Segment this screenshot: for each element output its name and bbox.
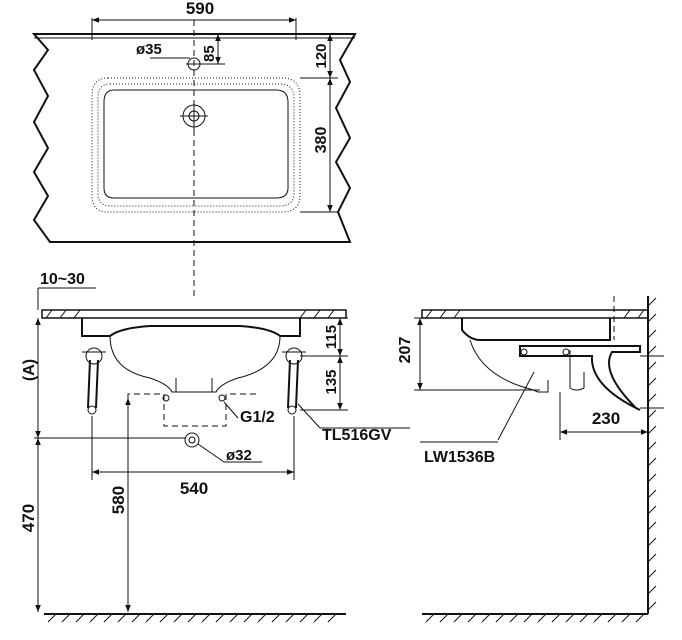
dim-580: 580 bbox=[109, 486, 128, 514]
label-thread: G1/2 bbox=[240, 409, 275, 426]
dim-470: 470 bbox=[19, 504, 38, 532]
side-countertop bbox=[421, 309, 649, 319]
dim-120: 120 bbox=[313, 43, 330, 68]
dim-540: 540 bbox=[180, 479, 208, 498]
wall-bracket bbox=[519, 345, 641, 411]
basin-rim-dotted-inner bbox=[97, 83, 295, 207]
dim-10-30: 10~30 bbox=[40, 271, 85, 288]
basin-bowl-outline bbox=[103, 89, 289, 199]
top-view: 590 ø35 85 120 380 bbox=[31, 0, 357, 300]
dim-230: 230 bbox=[592, 409, 620, 428]
trap-outline bbox=[127, 393, 258, 427]
label-valve-model: TL516GV bbox=[322, 427, 392, 444]
dim-207: 207 bbox=[397, 337, 414, 364]
side-view: 207 LW1536B 230 bbox=[397, 296, 664, 623]
dim-135: 135 bbox=[323, 369, 340, 394]
label-bracket-model: LW1536B bbox=[424, 449, 495, 466]
dim-380: 380 bbox=[313, 127, 330, 154]
front-basin bbox=[81, 318, 301, 337]
dim-85: 85 bbox=[201, 45, 218, 62]
side-basin bbox=[461, 318, 611, 341]
basin-rim-dotted bbox=[91, 77, 301, 213]
left-angle-valve bbox=[82, 347, 106, 415]
front-countertop bbox=[41, 309, 347, 319]
dim-drain-dia: ø32 bbox=[226, 447, 252, 464]
front-view: 10~30 bbox=[19, 271, 410, 623]
dim-hole-dia: ø35 bbox=[136, 41, 162, 58]
drain-connection bbox=[184, 432, 200, 448]
dim-115: 115 bbox=[323, 325, 340, 349]
countertop-outline bbox=[31, 33, 357, 243]
dim-590: 590 bbox=[186, 0, 214, 18]
right-angle-valve bbox=[282, 347, 306, 415]
label-a: (A) bbox=[21, 359, 38, 381]
